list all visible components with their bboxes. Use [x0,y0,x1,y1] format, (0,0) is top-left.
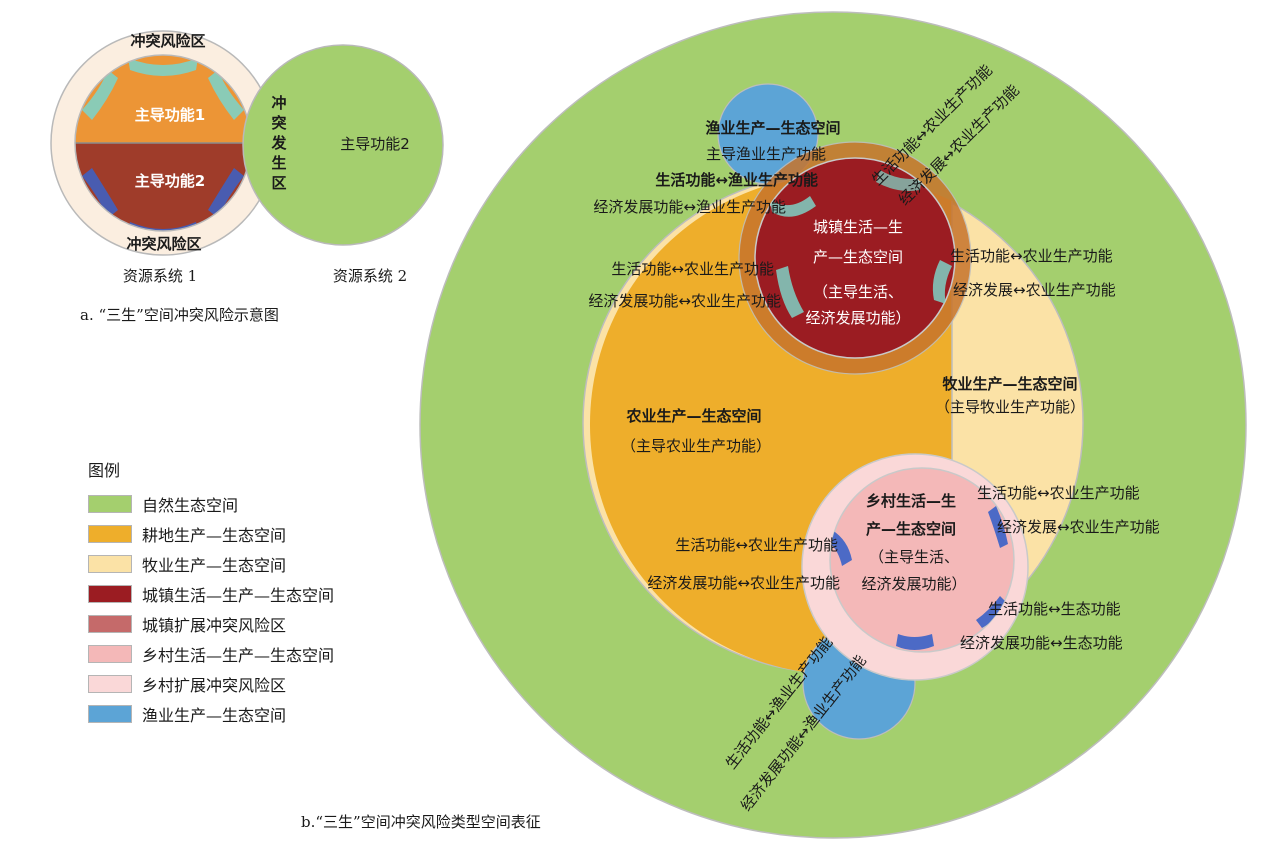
resource-system-1-label: 资源系统 1 [123,267,197,285]
risk-hotspot [128,222,198,231]
legend-swatch [88,525,132,543]
rural-space [829,467,1015,653]
rural-right-conflict-1: 生活功能↔农业生产功能 [977,484,1140,502]
risk-zone-bottom-label: 冲突风险区 [126,235,201,253]
conflict-zone-char: 区 [271,174,286,192]
fishery-top-conflict-2: 经济发展功能↔渔业生产功能 [593,198,786,216]
rural-hotspots [830,506,1008,650]
legend-item: 乡村扩展冲突风险区 [88,669,408,699]
legend-swatch [88,645,132,663]
urban-left-conflict-2: 经济发展功能↔农业生产功能 [588,292,781,310]
rural-title-line-2: 产—生态空间 [866,520,956,538]
legend-label: 渔业生产—生态空间 [142,706,287,725]
legend: 图例 自然生态空间 耕地生产—生态空间 牧业生产—生态空间 城镇生活—生产—生态… [88,461,408,729]
pastoral-function: （主导牧业生产功能） [935,398,1085,416]
legend-label: 乡村生活—生产—生态空间 [142,646,335,665]
legend-swatch [88,705,132,723]
legend-label: 乡村扩展冲突风险区 [142,676,287,695]
legend-item: 城镇扩展冲突风险区 [88,609,408,639]
conflict-zone-char: 冲 [271,94,286,112]
legend-label: 耕地生产—生态空间 [142,526,287,545]
rural-title-line-4: 经济发展功能） [861,575,966,593]
risk-hotspot [128,58,198,76]
panel-b-caption: b.“三生”空间冲突风险类型空间表征 [301,813,541,831]
risk-hotspot [932,260,952,304]
farmland-title: 农业生产—生态空间 [625,407,761,425]
urban-hotspots [770,170,952,318]
risk-hotspot [82,70,118,120]
legend-item: 乡村生活—生产—生态空间 [88,639,408,669]
legend-label: 自然生态空间 [142,496,239,515]
function-2-label: 主导功能2 [135,172,205,190]
pastoral-title: 牧业生产—生态空间 [942,375,1077,393]
resource-2-function-label: 主导功能2 [340,135,410,153]
fishery-top-function: 主导渔业生产功能 [706,145,826,163]
risk-hotspot [208,168,244,218]
resource-system-2-circle [242,44,444,246]
function-1-label: 主导功能1 [135,106,205,124]
resource-system-2-label: 资源系统 2 [333,267,407,285]
rural-left-conflict-2: 经济发展功能↔农业生产功能 [647,574,840,592]
urban-title-line-4: 经济发展功能） [805,309,910,327]
conflict-zone-char: 发 [270,134,287,152]
legend-item: 耕地生产—生态空间 [88,519,408,549]
legend-swatch [88,495,132,513]
legend-label: 牧业生产—生态空间 [142,556,287,575]
urban-title-line-3: （主导生活、 [813,283,903,301]
risk-zone-top-label: 冲突风险区 [130,32,205,50]
fishery-top-conflict-1: 生活功能↔渔业生产功能 [655,171,818,189]
risk-hotspot [770,196,816,217]
legend-item: 自然生态空间 [88,489,408,519]
rural-left-conflict-1: 生活功能↔农业生产功能 [675,536,838,554]
urban-right-conflict-2: 经济发展↔农业生产功能 [953,281,1116,299]
risk-hotspot [976,596,1008,628]
fishery-top-title: 渔业生产—生态空间 [705,119,840,137]
risk-hotspot [82,168,118,218]
farmland-function: （主导农业生产功能） [621,437,771,455]
legend-swatch [88,675,132,693]
rural-eco-conflict-2: 经济发展功能↔生态功能 [960,634,1123,652]
conflict-zone-char: 生 [271,154,286,172]
rural-title-line-3: （主导生活、 [869,548,959,566]
rural-right-conflict-2: 经济发展↔农业生产功能 [997,518,1160,536]
legend-swatch [88,615,132,633]
legend-title: 图例 [88,461,121,480]
risk-hotspot [876,170,922,191]
risk-hotspot [988,506,1008,548]
risk-hotspot [208,70,244,120]
legend-label: 城镇扩展冲突风险区 [142,616,287,635]
legend-swatch [88,585,132,603]
urban-left-conflict-1: 生活功能↔农业生产功能 [611,260,774,278]
panel-a: 冲突风险区 主导功能1 主导功能2 冲突风险区 主导功能2 冲 突 发 生 区 … [50,30,444,324]
rural-title-line-1: 乡村生活—生 [866,492,956,510]
panel-b: 渔业生产—生态空间 主导渔业生产功能 生活功能↔渔业生产功能 经济发展功能↔渔业… [301,11,1247,839]
conflict-zone-char: 突 [271,114,286,132]
urban-right-conflict-1: 生活功能↔农业生产功能 [950,247,1113,265]
urban-title-line-2: 产—生态空间 [813,248,903,266]
legend-item: 渔业生产—生态空间 [88,699,408,729]
risk-hotspot [776,266,804,318]
rural-eco-conflict-1: 生活功能↔生态功能 [988,600,1121,618]
legend-label: 城镇生活—生产—生态空间 [142,586,335,605]
risk-hotspot [896,634,934,650]
legend-swatch [88,555,132,573]
legend-item: 城镇生活—生产—生态空间 [88,579,408,609]
panel-a-caption: a. “三生”空间冲突风险示意图 [80,306,279,324]
legend-item: 牧业生产—生态空间 [88,549,408,579]
risk-hotspot [830,530,852,566]
urban-title-line-1: 城镇生活—生 [813,218,903,236]
